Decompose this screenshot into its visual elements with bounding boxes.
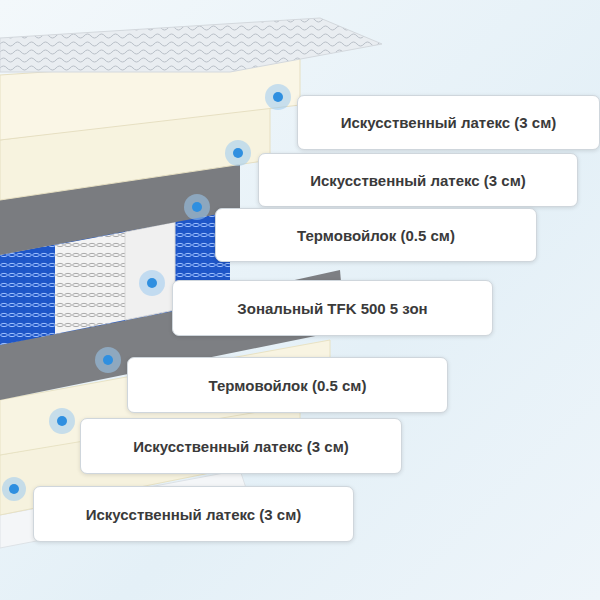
- spring-zone: [55, 232, 125, 334]
- callout-box: Искусственный латекс (3 см): [258, 153, 578, 207]
- dot-halo: [139, 270, 165, 296]
- layer-label: Термовойлок (0.5 см): [297, 227, 455, 244]
- callout-box: Термовойлок (0.5 см): [215, 208, 537, 262]
- top-cover: [0, 18, 382, 72]
- callout-box: Искусственный латекс (3 см): [80, 418, 402, 474]
- dot: [147, 278, 157, 288]
- callout-box: Термовойлок (0.5 см): [127, 357, 448, 413]
- dot: [103, 355, 113, 365]
- callout-box: Искусственный латекс (3 см): [297, 95, 600, 150]
- dot: [57, 416, 67, 426]
- dot-halo: [2, 477, 26, 501]
- layer-label: Искусственный латекс (3 см): [310, 172, 526, 189]
- layer-label: Зональный TFK 500 5 зон: [237, 300, 427, 317]
- layer-label: Искусственный латекс (3 см): [341, 114, 557, 131]
- dot-halo: [95, 347, 121, 373]
- layer-label: Искусственный латекс (3 см): [86, 506, 302, 523]
- dot-halo: [225, 140, 251, 166]
- layer-label: Термовойлок (0.5 см): [209, 377, 367, 394]
- dot: [192, 202, 202, 212]
- dot-halo: [265, 84, 291, 110]
- dot: [9, 484, 19, 494]
- dot: [233, 148, 243, 158]
- layer-label: Искусственный латекс (3 см): [133, 438, 349, 455]
- dot-halo: [49, 408, 75, 434]
- dot: [273, 92, 283, 102]
- spring-side: [125, 222, 175, 320]
- dot-halo: [184, 194, 210, 220]
- callout-box: Искусственный латекс (3 см): [33, 486, 354, 542]
- callout-box: Зональный TFK 500 5 зон: [172, 280, 493, 336]
